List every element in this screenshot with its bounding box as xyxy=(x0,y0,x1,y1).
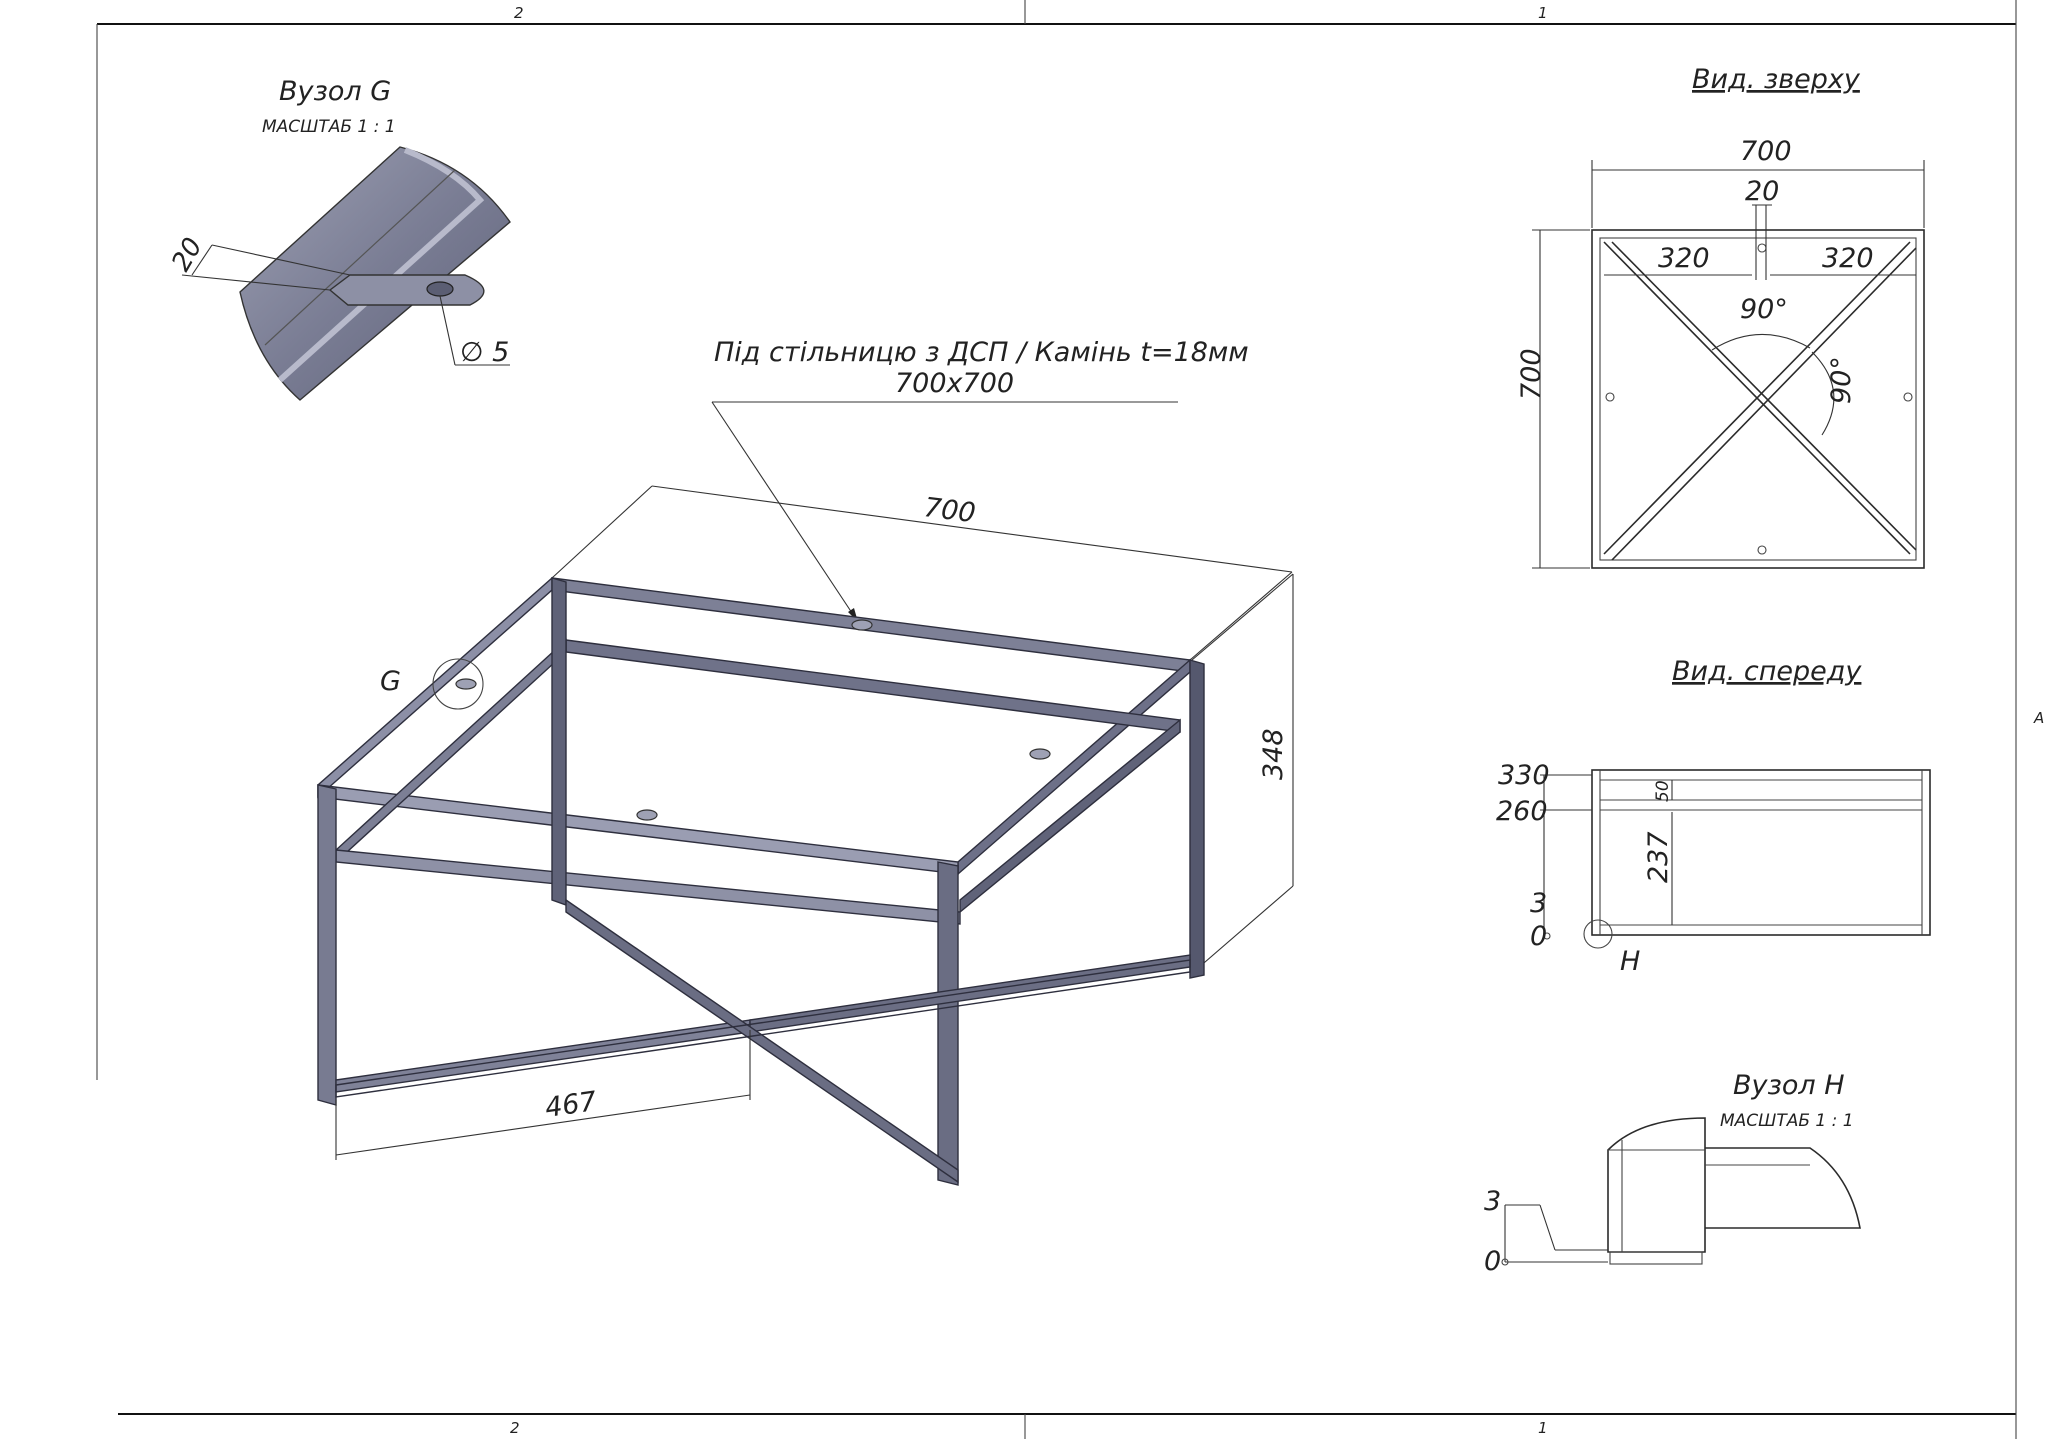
front-view-level-0: 0 xyxy=(1530,921,1547,952)
detail-g-tube xyxy=(239,146,511,401)
detail-g-scale: МАСШТАБ 1 : 1 xyxy=(262,117,396,137)
front-view-title: Вид. спереду xyxy=(1672,656,1862,687)
main-dim-348: 348 xyxy=(1258,728,1289,780)
main-isometric-view: Під стільницю з ДСП / Камінь t=18мм 700x… xyxy=(317,337,1294,1186)
zone-label-top-2: 2 xyxy=(514,4,524,22)
top-view-title: Вид. зверху xyxy=(1692,64,1861,95)
detail-g-hole xyxy=(426,281,454,297)
main-tab-back xyxy=(851,619,873,631)
top-view-angle-top: 90° xyxy=(1740,294,1788,325)
front-view-dim-50: 50 xyxy=(1653,780,1673,802)
detail-g-dim-hole: ∅ 5 xyxy=(460,337,509,368)
drawing-frame: 2 1 2 1 A xyxy=(96,0,2044,1439)
main-tab-left xyxy=(455,678,477,690)
detail-h-foot xyxy=(1609,1251,1703,1265)
detail-h-scale: МАСШТАБ 1 : 1 xyxy=(1720,1111,1854,1131)
main-tab-right xyxy=(1029,748,1051,760)
detail-g-title: Вузол G xyxy=(279,76,391,107)
front-view-level-260: 260 xyxy=(1496,796,1548,827)
top-view-dim-700-width: 700 xyxy=(1740,136,1792,167)
detail-g-tab xyxy=(328,274,485,306)
front-view-marker-h: H xyxy=(1620,946,1640,977)
front-view-marker-h-circle xyxy=(1583,919,1613,949)
zone-label-top-1: 1 xyxy=(1538,4,1548,22)
top-view-inner xyxy=(1599,237,1917,561)
detail-h-level-3: 3 xyxy=(1484,1186,1501,1217)
front-view: Вид. спереду 330 260 3 0 50 237 H xyxy=(1496,656,1931,977)
main-dim-700: 700 xyxy=(922,492,977,529)
top-view-dim-320-left: 320 xyxy=(1658,243,1710,274)
detail-h-title: Вузол H xyxy=(1733,1070,1845,1101)
top-view-dim-700-height: 700 xyxy=(1516,348,1547,400)
front-view-level-3: 3 xyxy=(1530,888,1547,919)
top-view-outer xyxy=(1591,229,1925,569)
front-view-outline xyxy=(1591,769,1931,936)
main-dim-467: 467 xyxy=(543,1086,598,1124)
main-note-line1: Під стільницю з ДСП / Камінь t=18мм xyxy=(714,337,1249,368)
zone-label-bottom-1: 1 xyxy=(1538,1419,1548,1437)
zone-label-bottom-2: 2 xyxy=(510,1419,520,1437)
top-view-angle-right: 90° xyxy=(1826,356,1857,404)
detail-h-rail xyxy=(1705,1147,1861,1229)
main-marker-g-circle xyxy=(432,658,484,710)
main-marker-g: G xyxy=(380,666,401,697)
detail-h-level-0: 0 xyxy=(1484,1246,1501,1277)
main-note-line2: 700x700 xyxy=(895,368,1014,399)
detail-g: Вузол G МАСШТАБ 1 : 1 20 ∅ 5 xyxy=(166,76,511,401)
detail-h: Вузол H МАСШТАБ 1 : 1 3 0 xyxy=(1484,1070,1861,1277)
zone-label-right-a: A xyxy=(2033,709,2044,727)
main-tab-front xyxy=(636,809,658,821)
detail-h-leg xyxy=(1607,1117,1706,1253)
front-view-level-330: 330 xyxy=(1498,760,1550,791)
top-view: Вид. зверху 700 20 320 320 90° 90° xyxy=(1516,64,1925,569)
detail-g-dim-20: 20 xyxy=(166,233,209,277)
front-view-dim-237: 237 xyxy=(1643,831,1674,883)
top-view-dim-20: 20 xyxy=(1745,176,1779,207)
detail-g-tube-highlight xyxy=(277,147,485,383)
top-view-dim-320-right: 320 xyxy=(1822,243,1874,274)
